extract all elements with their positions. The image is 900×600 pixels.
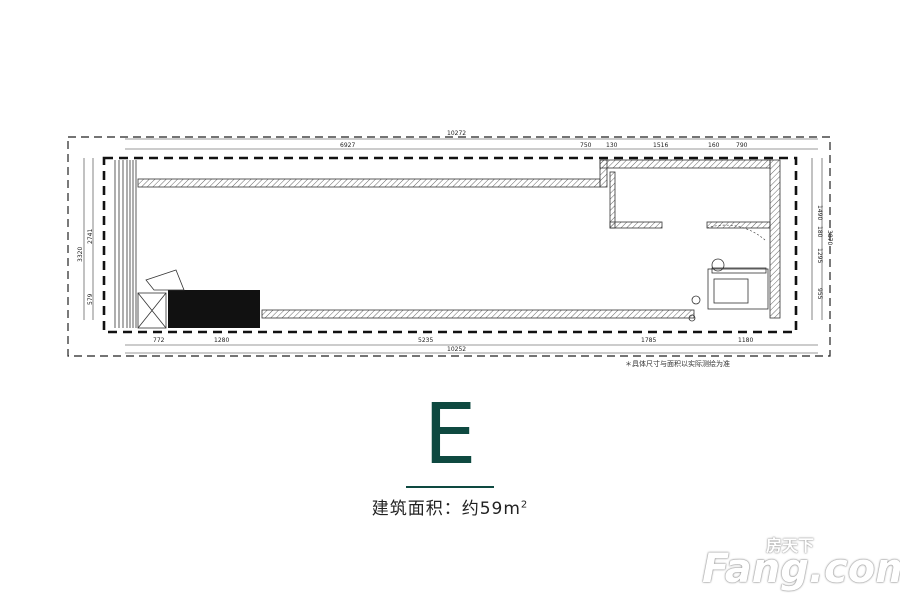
dim-top-1: 6927 <box>340 142 355 149</box>
dim-right-total: 3870 <box>826 230 833 245</box>
top-wall <box>137 178 601 188</box>
area-text: 建筑面积：约59m <box>371 499 521 519</box>
disclaimer-note: ＊具体尺寸与面积以实际测绘为准 <box>625 360 730 368</box>
dim-bottom-total: 10252 <box>447 346 466 353</box>
area-superscript: 2 <box>520 499 529 511</box>
dim-bottom-5: 1180 <box>738 337 753 344</box>
building-area-label: 建筑面积：约59m2 <box>0 494 900 519</box>
dim-left-total: 3320 <box>77 247 84 262</box>
dim-left-1: 2741 <box>87 229 94 244</box>
dim-top-total: 10272 <box>447 130 466 137</box>
dim-top-2: 750 <box>580 142 592 149</box>
dim-top-5: 160 <box>708 142 720 149</box>
right-wall <box>769 159 781 319</box>
dim-bottom-3: 5235 <box>418 337 433 344</box>
dim-top-6: 790 <box>736 142 748 149</box>
dim-bottom-4: 1785 <box>641 337 656 344</box>
dim-right-2: 180 <box>816 226 823 238</box>
watermark-cn: 房天下 <box>766 536 815 555</box>
inner-dashed-boundary <box>102 156 798 334</box>
kitchen-counter <box>168 290 260 328</box>
unit-type-letter: E <box>423 385 477 483</box>
dim-bottom-1: 772 <box>153 337 165 344</box>
facade-stripes <box>114 160 137 328</box>
unit-underline <box>406 486 494 488</box>
dim-right-1: 1490 <box>816 205 823 220</box>
dim-top-4: 1516 <box>653 142 668 149</box>
outer-dashed-boundary <box>67 136 831 357</box>
watermark: 房天下 Fang.com <box>702 532 900 592</box>
bathroom-fixtures <box>688 258 769 322</box>
bathroom-partition-low <box>609 221 663 229</box>
dim-left-2: 579 <box>87 293 94 305</box>
bathroom-partition-right <box>706 221 771 229</box>
dim-top-3: 130 <box>606 142 618 149</box>
watermark-en: Fang.com <box>702 546 900 592</box>
bathroom-top-wall <box>599 159 771 169</box>
bathroom-partition-wing <box>609 171 616 229</box>
kitchen-appliance <box>137 269 185 329</box>
dim-right-3: 1295 <box>816 248 823 263</box>
bottom-wall <box>261 309 695 319</box>
dim-bottom-2: 1280 <box>214 337 229 344</box>
dim-right-4: 955 <box>816 288 823 300</box>
bathroom-partition-vertical <box>599 159 608 188</box>
dimension-lines <box>83 138 823 354</box>
